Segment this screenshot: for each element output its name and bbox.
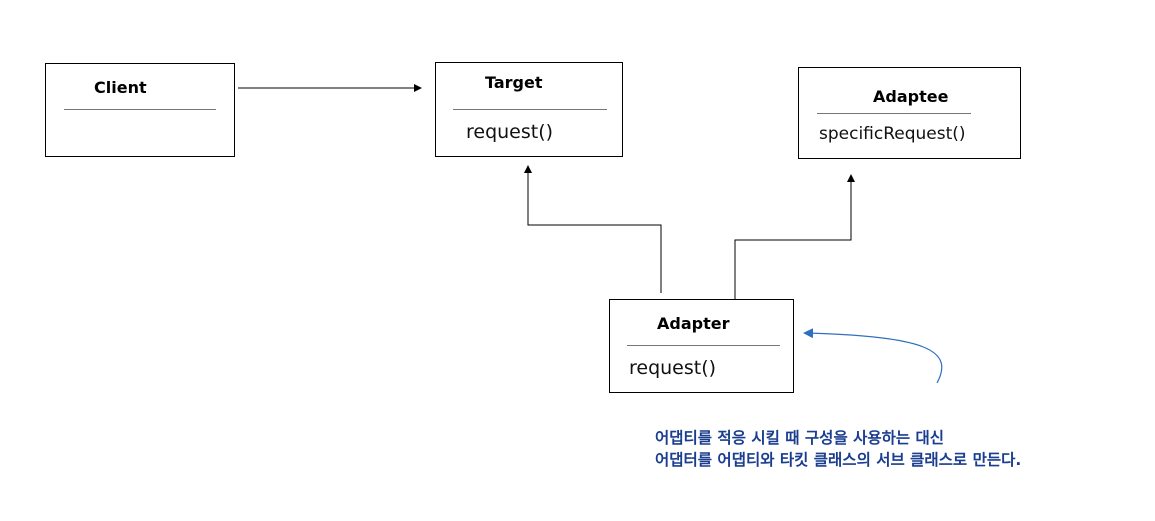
adapter-to-adaptee-arrow (734, 174, 855, 306)
adapter-request-method: request() (629, 357, 717, 379)
target-request-method: request() (466, 121, 554, 143)
adapter-class-name: Adapter (657, 314, 730, 333)
adapter-to-target-arrow (524, 165, 662, 293)
adaptee-class-box: Adaptee specificRequest() (798, 67, 1021, 159)
adapter-note-line-1: 어댑티를 적응 시킬 때 구성을 사용하는 대신 (655, 429, 945, 447)
adapter-class-divider (627, 345, 780, 346)
client-class-box: Client (45, 63, 235, 157)
target-class-name: Target (485, 73, 543, 92)
target-class-divider (453, 109, 607, 110)
adaptee-specific-request-method: specificRequest() (819, 124, 966, 144)
client-class-divider (64, 109, 216, 110)
adaptee-class-name: Adaptee (873, 87, 949, 106)
adapter-note: 어댑티를 적응 시킬 때 구성을 사용하는 대신 어댑터를 어댑티와 타킷 클래… (655, 427, 1021, 471)
adapter-note-line-2: 어댑터를 어댑티와 타킷 클래스의 서브 클래스로 만든다. (655, 451, 1022, 469)
adapter-class-box: Adapter request() (609, 299, 794, 393)
client-class-name: Client (94, 78, 147, 97)
target-class-box: Target request() (435, 62, 623, 157)
adaptee-class-divider (817, 113, 971, 114)
callout-arrow (803, 328, 943, 384)
